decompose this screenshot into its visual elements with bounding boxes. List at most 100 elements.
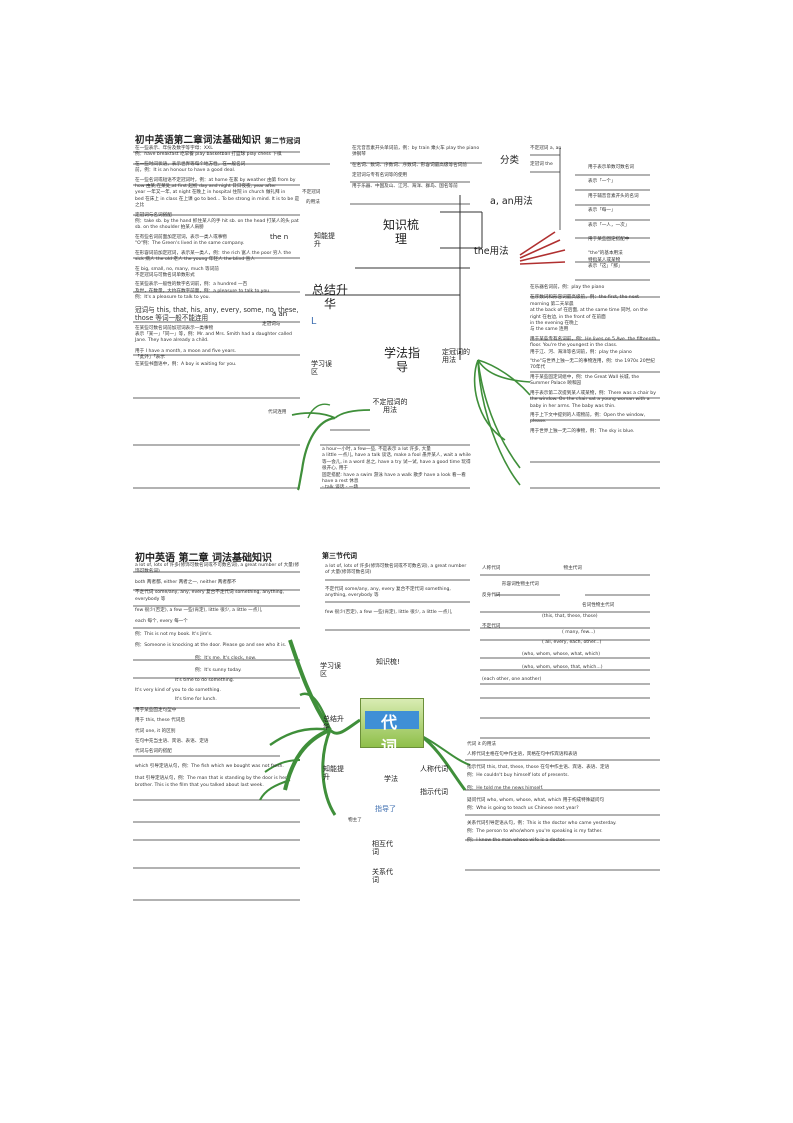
p2-left-9: It's time to do something. <box>175 678 235 684</box>
p2-rt-4: 名词性物主代词 <box>582 603 615 609</box>
p1-topmid-1: 在名词、数词、序数词、序数词、形容词最高级等名词前 <box>352 162 467 168</box>
p1-a-an-usage: a, an用法 <box>490 196 533 207</box>
p2-demonstrative-label: 指示代词 <box>420 788 448 796</box>
p1-rt-7: 用于某些固定搭配中 <box>588 237 630 243</box>
page1-left-column: 在一些表示、年份及数字等字母：XXL 例：have breakfast 吃早餐 … <box>135 146 300 368</box>
p1-the-n-label: the n <box>270 233 289 241</box>
p2-tm-2: few 很少(否定), a few 一些(肯定), little 很少, a l… <box>325 609 452 615</box>
page1-title-sub: 第二节冠词 <box>264 137 301 145</box>
p1-topmid-2: 定冠词与专有名词等的使用 <box>352 173 408 179</box>
p1-method-label: 学法指导 <box>384 346 421 374</box>
p1-left-20: 表示「某一」「同一」等，例：Mr. and Mrs. Smith had a d… <box>135 331 292 344</box>
page1-right-top: 不定冠词 a, an 定冠词 the <box>530 146 650 169</box>
p2-left-8: 例：It's sunny today. <box>195 668 242 674</box>
p2-guide-label: 指导了 <box>375 805 396 813</box>
p1-the-usage: the用法 <box>474 246 509 257</box>
p2-rt-7: ( many, few...) <box>562 630 596 636</box>
p1-rl-3: in the evening 在晚上 <box>530 321 579 327</box>
page1-right-list: 在乐器名词前，例：play the piano 在序数词和形容词最高级前，例：t… <box>530 285 658 435</box>
p2-ability-label: 知能提升 <box>323 765 344 781</box>
p1-bm-3: - talk 谈话 - 一场 <box>322 485 359 491</box>
p1-left-17: 例：It's a pleasure to talk to you. <box>135 295 211 301</box>
p2-left-2: 不定代词 some/any, any, every 复合不定代词 somethi… <box>135 590 285 602</box>
p2-reciprocal-label: 相互代词 <box>372 840 393 856</box>
p2-relative-label: 关系代词 <box>372 868 393 884</box>
p1-rl-0: 在乐器名词前，例：play the piano <box>530 285 605 290</box>
p2-left-5: 例：This is not my book. It's Jim's. <box>135 631 213 637</box>
p1-rt-8: "the"的基本用法 <box>588 251 623 257</box>
p1-rl-5: 用于某些专有名词前，例：He lives on 5 Ave. the fifte… <box>530 336 657 349</box>
p2-rt-11: (each other, one another) <box>482 677 542 683</box>
p1-left-8: 定冠词与名词搭配 <box>135 212 172 218</box>
p1-topmid-3: 用于乐器、中国及山、江河、海洋、群岛、国名等前 <box>352 183 458 189</box>
p1-left-11: "O"例：The Green's lived in the same compa… <box>135 241 245 247</box>
p1-rt-3: 表示「一个」 <box>588 179 616 185</box>
p2-rl-4: 例：He told me the news himself. <box>467 785 544 791</box>
p1-left-2: 在一些时间状语，表示世界等每个地方性，在一般名词 <box>135 161 246 167</box>
p2-rl-2: 指示代词 this, that, these, those 在句中作主语、宾语、… <box>467 764 610 770</box>
p1-bm-1: a little 一点儿, have a talk 谈话, make a foo… <box>322 453 471 472</box>
p1-def-art: 定冠词的用法 <box>442 348 470 364</box>
p2-rl-6: 例：Who is going to teach us Chinese next … <box>467 806 579 812</box>
center-word: 代 词 <box>380 713 403 756</box>
page2-right-top: 人称代词 物主代词 形容词性物主代词 反身代词 名词性物主代词 (this, t… <box>482 566 652 683</box>
page2-title: 初中英语 第二章 词法基础知识 <box>135 549 272 564</box>
p2-study-label: 学习误区 <box>320 662 341 678</box>
p1-rt-0: 不定冠词 a, an <box>530 146 562 151</box>
p1-rt-1: 定冠词 the <box>530 162 553 168</box>
p2-left-4: each 每个, every 每一个 <box>135 619 188 625</box>
p2-rl-1: 人称代词主格在句中作主语，宾格在句中作宾语和表语 <box>467 752 578 758</box>
p1-small-yong: 的用法 <box>306 200 320 205</box>
p1-left-10: 在有些名词前面加定冠词，表示一类人或事物 <box>135 234 227 240</box>
page2-left-column: a lot of, lots of 许多(修饰可数名词或不可数名词), a gr… <box>135 563 300 789</box>
page1-title-text: 初中英语第二章词法基础知识 <box>135 135 262 146</box>
p1-left-9: 例：take sb. by the hand 抓住某人的手 hit sb. on… <box>135 219 299 231</box>
p1-indef-art: 不定冠词的用法 <box>372 398 408 414</box>
p1-topmid-0: 在元音音素开头单词前，例：by train 乘火车 play the piano… <box>352 146 480 158</box>
p2-tm-0: a lot of, lots of 许多(修饰可数名词或不可数名词), a gr… <box>325 564 467 576</box>
p1-summary-label: 总结升华 <box>311 283 348 311</box>
p1-rt-9: 特指某人或某物 <box>588 257 621 263</box>
p1-left-18: 冠词与 this, that, his, any, every, some, n… <box>135 305 299 322</box>
p2-rt-10: (who, whom, whose, that, which...) <box>522 664 603 670</box>
p2-rt-8: ( all, every, each, other...) <box>542 639 602 645</box>
p1-left-16: 及世，在数量，大约在数字前面，例：a pleasure to talk to y… <box>135 288 271 294</box>
page2-title-sub: 第三节代词 <box>322 552 357 560</box>
p1-rl-8: 用于某些固定词组中，例：the Great Wall 长城, the Summe… <box>530 374 640 387</box>
p2-rt-5: (this, that, these, those) <box>542 613 598 619</box>
p1-rl-4: 与 the same 连用 <box>530 327 569 333</box>
p2-rl-3: 例：He couldn't buy himself lots of presen… <box>467 773 569 779</box>
p1-left-12: 在形容词前加定冠词，表示某一类人，例：the rich 富人 the poor … <box>135 250 292 263</box>
p1-rl-1: 在序数词和形容词最高级前，例：the first, the next morni… <box>530 295 639 307</box>
p1-ability-label: 知能提升 <box>314 232 335 248</box>
p1-left-1: 例：have breakfast 吃早餐 play basketball 打篮球… <box>135 152 282 158</box>
page1-right-sub: 用于表示单数可数名词 表示「一个」 用于辅音音素开头的名词 表示「每一」 表示「… <box>588 165 658 271</box>
p2-left-11: It's time for lunch. <box>175 697 217 703</box>
p1-rl-2: at the back of 在后面, at the same time 同时,… <box>530 308 648 320</box>
p1-bm-0: a hour一小时, a few一些, 不是表示 a lot 许多, 大量 <box>322 447 431 452</box>
p2-knowledge-label: 知识梳! <box>376 658 400 666</box>
p1-bm-2: 固定搭配: have a swim 游泳 have a walk 散步 have… <box>322 472 466 485</box>
p2-left-14: 代词 one, it 的区别 <box>135 728 176 734</box>
p2-left-6: 例：Someone is knocking at the door. Pleas… <box>135 643 287 649</box>
p1-rl-10: 用于上下文中提到的人或物前，例：Open the window, please. <box>530 412 646 425</box>
p2-summary-label: 总结升华 <box>323 715 344 731</box>
center-pronoun-image: 代 词 <box>360 698 424 756</box>
p1-rl-6: 用于江、河、海洋等名词前，例：play the piano <box>530 349 632 355</box>
p1-rt-4: 用于辅音音素开头的名词 <box>588 193 639 199</box>
p1-rt-2: 用于表示单数可数名词 <box>588 165 634 170</box>
p1-left-22: 「此外」「表示 <box>135 355 165 361</box>
p1-rt-5: 表示「每一」 <box>588 208 616 214</box>
p2-left-0: a lot of, lots of 许多(修饰可数名词或不可数名词), a gr… <box>135 563 300 575</box>
p2-left-15: 在句中充当主语、宾语、表语、定语 <box>135 738 209 744</box>
p1-left-14: 不定冠词与可数名词单数形式 <box>135 272 195 278</box>
center-image-band <box>365 711 419 729</box>
p1-left-6: year 一年又一年, at night 在晚上 in hospital 住院 … <box>135 190 286 196</box>
p2-wu-label: 物主了 <box>348 818 362 823</box>
p2-rl-5: 疑问代词 who, whom, whose, what, which 用于构成特… <box>467 798 605 804</box>
p2-rt-0: 人称代词 <box>482 566 501 571</box>
p2-rt-6: 不定代词 <box>482 624 501 630</box>
p2-rl-9: 例：I know the man whose wife is a doctor. <box>467 837 566 843</box>
page1-title: 初中英语第二章词法基础知识 第二节冠词 <box>135 132 301 146</box>
page2-title-text: 初中英语 第二章 词法基础知识 <box>135 553 272 564</box>
